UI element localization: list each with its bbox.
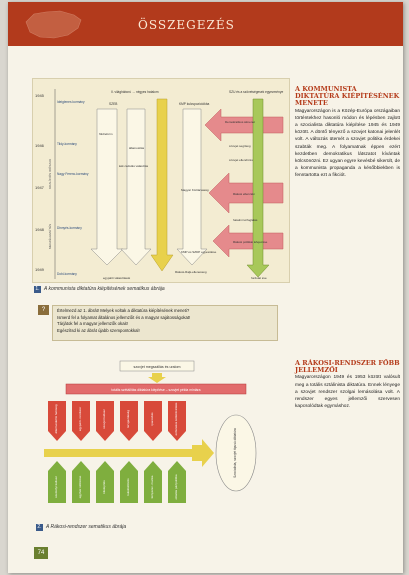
green-row: személyi kultusz egyház üldözése kitelep…: [48, 461, 186, 503]
figure2-caption: 2.A Rákosi-rendszer sematikus ábrája: [36, 524, 126, 531]
green-label: kényszer- munka: [150, 475, 154, 498]
year-label: 1946: [35, 143, 45, 148]
section-rakosi-regime: A RÁKOSI-RENDSZER FŐBB JELLEMZŐI Magyaro…: [295, 359, 400, 410]
red-label: szovjet kultusz: [102, 409, 106, 429]
red-label: államvédelmi hatóság: [54, 404, 58, 433]
bottom-label: fordulat éve: [251, 276, 267, 280]
middle-label: Rákosi-Rajk-ellenesség: [175, 270, 207, 274]
red-label: iparosítás: [150, 412, 154, 426]
questions-box: Értelmezd az 1. ábrát! Melyek voltak a d…: [52, 305, 278, 341]
right-label: szovjet segítség: [229, 144, 251, 148]
year-label: 1947: [35, 185, 45, 190]
section1-title: A KOMMUNISTA DIKTATÚRA KIÉPÍTÉSÉNEK MENE…: [295, 85, 400, 108]
question-line: Egészítsd ki az ábrát újabb szempontokka…: [57, 327, 140, 333]
right-label: Rákosi politikai lefejezése: [233, 240, 268, 244]
top-label: II. világháború → négyes hatalom: [111, 90, 159, 94]
fig2-red-bar: totális szétállítás diktatúra kiépítése …: [111, 388, 200, 392]
textbook-page: ÖSSZEGEZÉS 1945 1946 1947 1948 1949 Idei…: [8, 2, 403, 573]
middle-label: Magyar Köztársaság: [181, 188, 209, 192]
top-label: SZEB: [109, 102, 117, 106]
question-line: Tárjátok fel a magyar jellemzők okait!: [57, 321, 128, 326]
middle-label: földreform: [99, 132, 113, 136]
green-label: egyház üldözése: [78, 475, 82, 498]
hungary-map-icon: [25, 10, 82, 39]
fig2-top-box: szovjet megszállás és uralom: [134, 365, 181, 369]
govt-label: Ideiglenes kormány: [57, 100, 85, 104]
section1-text: Magyarországon is a Közép-Európa országa…: [295, 108, 400, 179]
green-label: kuláküldözés: [126, 478, 130, 496]
top-label: SZU és a szövetségesek egyezménye: [229, 90, 283, 94]
question-icon: ?: [38, 305, 49, 315]
period-label: MEGFÉLEMLÍTÉS: [47, 224, 52, 249]
diagram-dictatorship-graphic: 1945 1946 1947 1948 1949 Ideiglenes korm…: [35, 89, 283, 280]
year-label: 1948: [35, 227, 45, 232]
section2-text: Magyarországon 1949 és 1953 között valós…: [295, 375, 400, 410]
question-line: Ismerd fel a folyamat általános jellemző…: [57, 314, 191, 320]
figure1-caption: 1.A kommunista diktatúra kiépítésének se…: [34, 286, 165, 293]
page-header: ÖSSZEGEZÉS: [8, 2, 403, 46]
page-title: ÖSSZEGEZÉS: [138, 18, 235, 32]
year-label: 1949: [35, 267, 45, 272]
right-label: Demokratikus átmenet: [225, 120, 255, 124]
question-line: Értelmezd az 1. ábrát! Melyek voltak a d…: [57, 308, 190, 313]
red-label: tervgazdaság: [126, 410, 130, 428]
red-label: egypárti- rendszer: [78, 407, 82, 431]
middle-label: KMP és SZDP egyesülése: [181, 250, 217, 254]
period-label: KOALÍCIÓS IDŐSZAK: [47, 159, 52, 189]
page-number: 74: [34, 547, 48, 559]
top-label: KMP kulcspozíciókba: [179, 102, 209, 106]
fig2-oval-label: Szocialista, szovjet típusú diktatúra: [233, 428, 237, 478]
govt-label: Dinnyés-kormány: [57, 226, 82, 230]
right-label: szovjet ellenőrzés: [229, 158, 253, 162]
govt-label: Tildy-kormány: [57, 142, 77, 146]
green-label: kitelepítés: [102, 480, 106, 494]
green-label: személyi kultusz: [54, 476, 58, 498]
right-label: hatalmi térfoglalás: [233, 218, 258, 222]
figure1-caption-text: A kommunista diktatúra kiépítésének sema…: [44, 286, 165, 292]
middle-label: kék cédulás választás: [119, 164, 149, 168]
figure1-number: 1.: [34, 286, 41, 293]
red-row: államvédelmi hatóság egypárti- rendszer …: [48, 401, 186, 441]
middle-label: államosítás: [129, 146, 145, 150]
green-label: oktatás pártpolitika: [174, 474, 178, 499]
diagram-rakosi-regime: szovjet megszállás és uralom totális szé…: [36, 357, 296, 547]
red-label: erőszakos kollektivizálás: [174, 402, 178, 435]
right-label: Rákosi ellenzéki: [233, 192, 255, 196]
diagram-dictatorship: 1945 1946 1947 1948 1949 Ideiglenes korm…: [32, 78, 290, 283]
figure2-caption-text: A Rákosi-rendszer sematikus ábrája: [46, 524, 127, 530]
diagram-rakosi-graphic: szovjet megszállás és uralom totális szé…: [44, 360, 257, 503]
govt-label: Dobi-kormány: [57, 272, 77, 276]
govt-label: Nagy Ferenc-kormány: [57, 172, 89, 176]
figure2-number: 2.: [36, 524, 43, 531]
section2-title: A RÁKOSI-RENDSZER FŐBB JELLEMZŐI: [295, 359, 400, 375]
year-label: 1945: [35, 93, 45, 98]
bottom-label: egypárti választások: [103, 276, 131, 280]
section-communist-dictatorship: A KOMMUNISTA DIKTATÚRA KIÉPÍTÉSÉNEK MENE…: [295, 85, 400, 180]
